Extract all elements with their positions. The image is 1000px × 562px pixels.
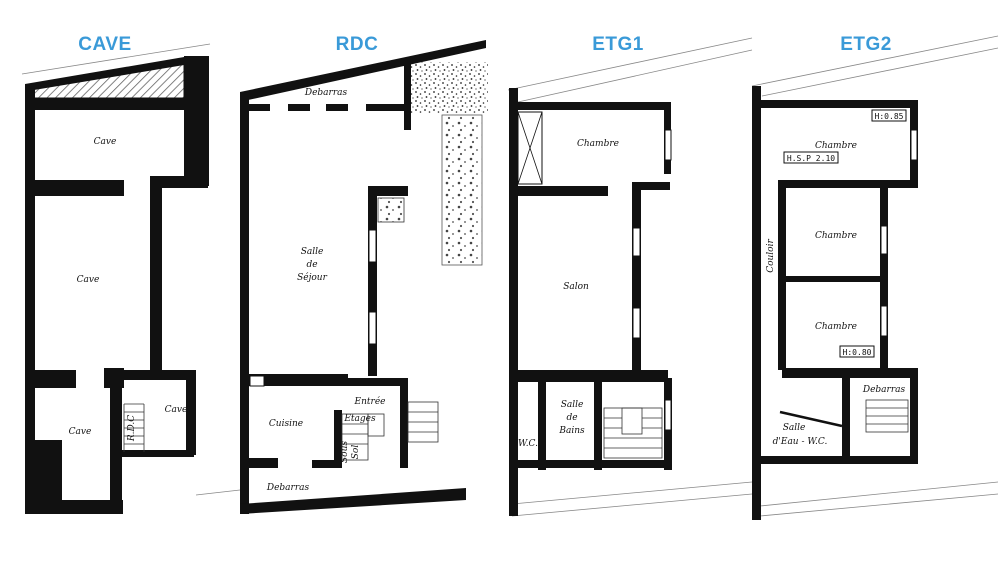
- room-label-chambre: Chambre: [815, 322, 857, 332]
- planter: [377, 197, 405, 223]
- height-tag: [783, 151, 839, 164]
- room-label-sejour: Séjour: [297, 272, 327, 283]
- level-title-etg2: ETG2: [840, 34, 892, 55]
- height-tag-text: H.S.P 2.10: [787, 154, 835, 163]
- room-label-salon: Salon: [563, 282, 589, 292]
- stairs-rdc: [341, 413, 385, 461]
- plan-cave: Cave Cave Cave Cave R.D.C: [21, 43, 241, 514]
- stairs-cave: [123, 403, 145, 452]
- level-title-etg1: ETG1: [592, 34, 644, 55]
- room-label-cave: Cave: [69, 427, 92, 437]
- room-label-cave: Cave: [77, 275, 100, 285]
- entry-steps: [407, 401, 439, 443]
- room-label-bains: Bains: [558, 426, 585, 436]
- room-label-wc: W.C.: [518, 439, 538, 449]
- plan-etg2: H:0.85 H.S.P 2.10 H:0.80 Chambre Chambre…: [751, 35, 999, 520]
- height-tag-text: H:0.80: [843, 348, 872, 357]
- level-title-rdc: RDC: [335, 34, 379, 55]
- stairs-etg2: [865, 399, 909, 433]
- room-label-chambre: Chambre: [577, 139, 619, 149]
- plan-rdc: Debarras Salle de Séjour Entrée Cuisine …: [240, 40, 488, 514]
- room-label-couloir: Couloir: [766, 239, 776, 273]
- room-label-cave: Cave: [165, 405, 188, 415]
- room-label-entree: Entrée: [354, 396, 386, 407]
- stairs-label: R.D.C: [127, 415, 137, 442]
- room-label-salle: Salle: [301, 247, 324, 257]
- room-label-salle: Salle: [783, 423, 806, 433]
- height-tag-text: H:0.85: [875, 112, 904, 121]
- room-label-cave: Cave: [94, 137, 117, 147]
- room-label-chambre: Chambre: [815, 141, 857, 151]
- room-label-debarras: Debarras: [266, 483, 310, 493]
- room-label-debarras: Debarras: [862, 385, 906, 395]
- garden-area: [410, 62, 488, 114]
- stairs-label-etages: Etages: [343, 414, 376, 424]
- height-tag: [839, 345, 875, 358]
- level-title-cave: CAVE: [78, 34, 132, 55]
- plan-etg1: Chambre Salon Salle de Bains W.C.: [507, 37, 753, 517]
- room-label-de: de: [566, 413, 577, 423]
- height-tag: [871, 109, 907, 122]
- stairs-label-sol: Sol: [351, 445, 361, 460]
- room-label-cuisine: Cuisine: [269, 419, 303, 429]
- room-label-deau-wc: d'Eau - W.C.: [773, 437, 828, 447]
- stairs-etg1: [603, 407, 663, 459]
- garden-strip: [441, 114, 483, 266]
- room-label-de: de: [306, 260, 317, 270]
- room-label-chambre: Chambre: [815, 231, 857, 241]
- room-label-debarras: Debarras: [304, 88, 348, 98]
- stairs-label-sous: Sous: [340, 441, 350, 463]
- room-label-salle: Salle: [561, 400, 584, 410]
